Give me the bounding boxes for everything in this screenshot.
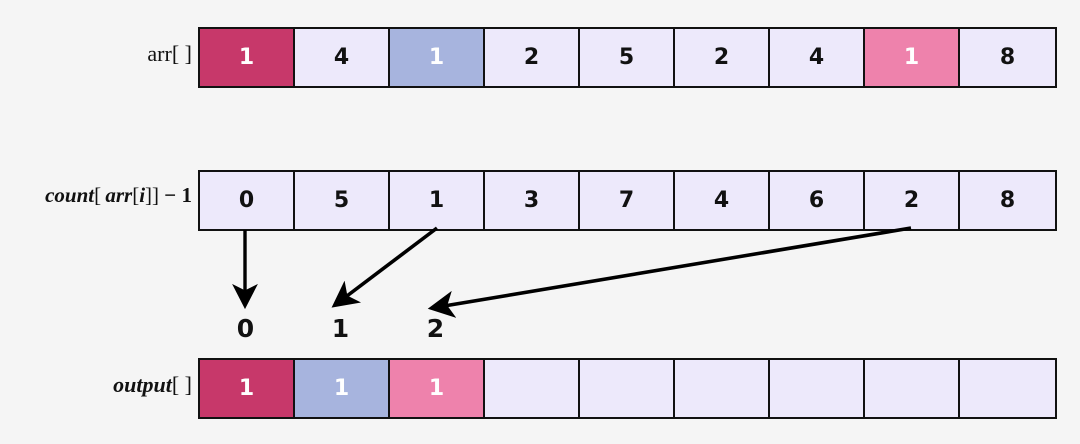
arr-cell-1[interactable]: 4 xyxy=(295,29,390,86)
count-cell-7[interactable]: 2 xyxy=(865,172,960,229)
output-cell-6[interactable] xyxy=(770,360,865,417)
arr-cell-6[interactable]: 4 xyxy=(770,29,865,86)
arr-row-label: arr[ ] xyxy=(147,43,198,65)
count-cell-8[interactable]: 8 xyxy=(960,172,1055,229)
count-label-open-bracket: [ xyxy=(94,183,102,207)
arr-cells: 1 4 1 2 5 2 4 1 8 xyxy=(198,27,1057,88)
arr-cell-8[interactable]: 8 xyxy=(960,29,1055,86)
arr-label-name: arr xyxy=(147,41,172,66)
arr-row: arr[ ] 1 4 1 2 5 2 4 1 8 xyxy=(147,27,1057,88)
count-label-index: i xyxy=(139,183,146,207)
output-cell-7[interactable] xyxy=(865,360,960,417)
count-label-inner-open: [ xyxy=(132,183,140,207)
count-label-inner-close: ] xyxy=(145,183,153,207)
arr-cell-7[interactable]: 1 xyxy=(865,29,960,86)
output-row: output[ ] 1 1 1 xyxy=(113,358,1057,419)
count-label-name: count xyxy=(45,183,95,207)
count-row-label: count[ arr[i]] − 1 xyxy=(45,185,198,206)
index-label-0: 0 xyxy=(236,314,255,343)
arrow-count2-to-index1 xyxy=(331,226,439,308)
output-label-brackets: [ ] xyxy=(171,372,192,397)
arr-label-brackets: [ ] xyxy=(171,41,192,66)
count-label-close-bracket: ] xyxy=(152,183,160,207)
index-label-2: 2 xyxy=(426,314,445,343)
output-cell-4[interactable] xyxy=(580,360,675,417)
count-cell-5[interactable]: 4 xyxy=(675,172,770,229)
output-cell-3[interactable] xyxy=(485,360,580,417)
output-cell-8[interactable] xyxy=(960,360,1055,417)
arr-cell-2[interactable]: 1 xyxy=(390,29,485,86)
count-cells: 0 5 1 3 7 4 6 2 8 xyxy=(198,170,1057,231)
count-cell-6[interactable]: 6 xyxy=(770,172,865,229)
output-cell-1[interactable]: 1 xyxy=(295,360,390,417)
count-label-one: 1 xyxy=(181,183,193,207)
output-label-name: output xyxy=(113,372,172,397)
arr-cell-0[interactable]: 1 xyxy=(200,29,295,86)
count-cell-2[interactable]: 1 xyxy=(390,172,485,229)
arr-cell-5[interactable]: 2 xyxy=(675,29,770,86)
output-row-label: output[ ] xyxy=(113,374,198,396)
output-cell-5[interactable] xyxy=(675,360,770,417)
arr-cell-4[interactable]: 5 xyxy=(580,29,675,86)
count-cell-1[interactable]: 5 xyxy=(295,172,390,229)
count-cell-4[interactable]: 7 xyxy=(580,172,675,229)
arr-cell-3[interactable]: 2 xyxy=(485,29,580,86)
count-label-inner-name: arr xyxy=(105,183,133,207)
count-cell-0[interactable]: 0 xyxy=(200,172,295,229)
arrow-count7-to-index2 xyxy=(427,226,912,318)
output-cells: 1 1 1 xyxy=(198,358,1057,419)
count-row: count[ arr[i]] − 1 0 5 1 3 7 4 6 2 8 xyxy=(45,170,1057,231)
output-cell-2[interactable]: 1 xyxy=(390,360,485,417)
output-cell-0[interactable]: 1 xyxy=(200,360,295,417)
count-label-minus: − xyxy=(164,183,177,207)
index-label-1: 1 xyxy=(331,314,350,343)
count-cell-3[interactable]: 3 xyxy=(485,172,580,229)
